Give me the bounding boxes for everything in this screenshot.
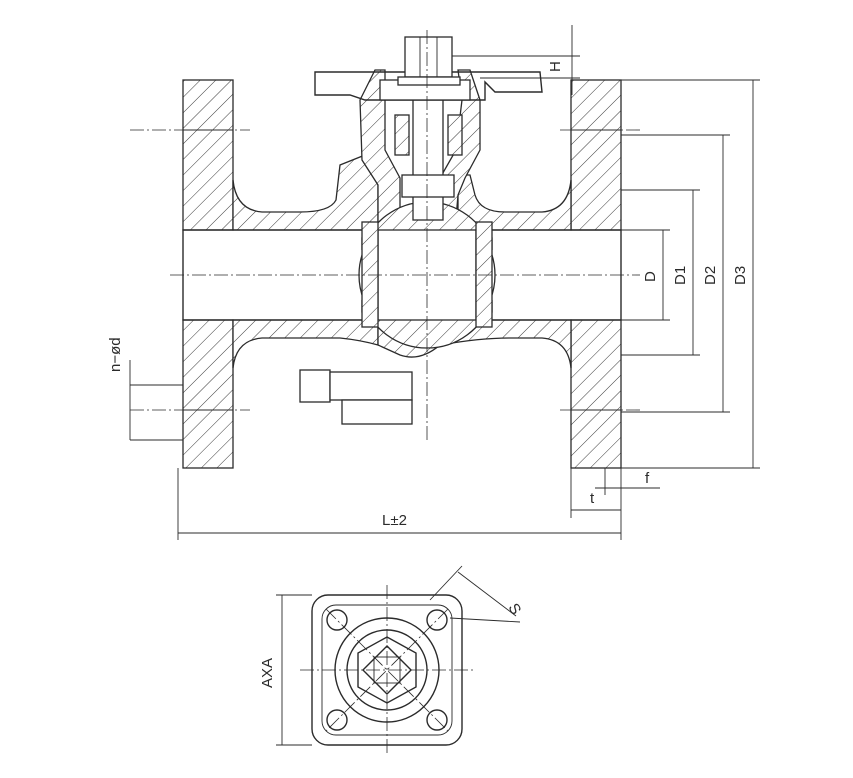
left-flange (182, 79, 234, 469)
valve-section-view (130, 30, 640, 469)
label-D: D (642, 271, 659, 282)
left-seat (361, 221, 379, 328)
label-AXA: AXA (259, 658, 276, 688)
label-f: f (645, 470, 650, 487)
label-D2: D2 (702, 266, 719, 285)
label-D3: D3 (732, 266, 749, 285)
lower-body (232, 319, 379, 369)
label-D1: D1 (672, 266, 689, 285)
right-seat (475, 221, 493, 328)
handle-lever (314, 71, 543, 101)
dimensions: H D D1 D2 D3 n−ød f t (107, 25, 760, 540)
label-H: H (547, 61, 564, 72)
bonnet (359, 69, 401, 231)
label-L: L±2 (382, 512, 407, 529)
valve-top-view: S AXA (259, 565, 524, 755)
label-n-od: n−ød (107, 337, 124, 372)
upper-body (232, 154, 379, 231)
stem (412, 94, 444, 221)
label-t: t (590, 490, 595, 507)
stop-bolt (299, 369, 413, 425)
right-flange (570, 79, 622, 469)
stem-nut (397, 36, 461, 86)
